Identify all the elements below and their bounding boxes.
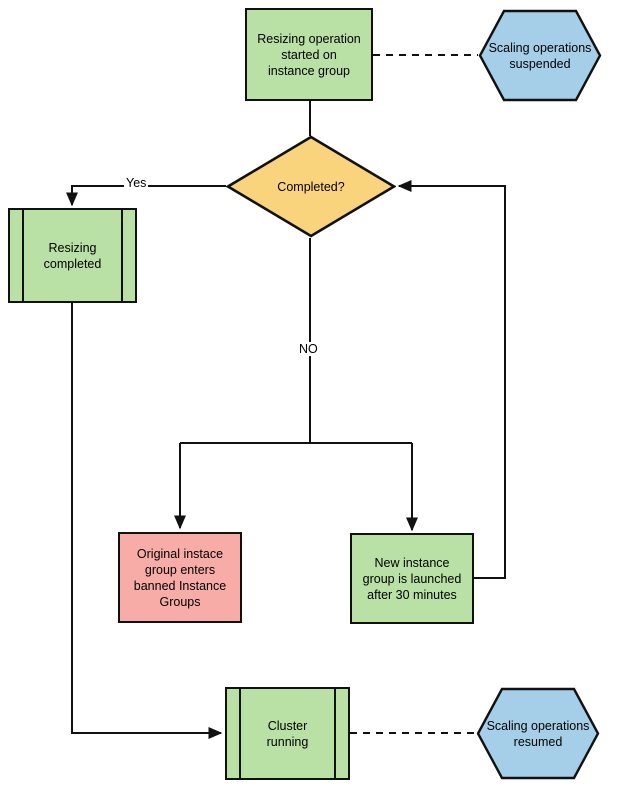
hexagon-shape-resumed xyxy=(476,687,600,780)
hexagon-shape-suspended xyxy=(478,9,602,102)
node-resizing-completed[interactable]: Resizing completed xyxy=(8,208,137,303)
node-cluster-running-label: Cluster running xyxy=(266,718,309,749)
node-scaling-suspended[interactable]: Scaling operations suspended xyxy=(478,9,602,102)
predefined-rail-right xyxy=(121,210,123,301)
predefined-rail-left xyxy=(239,689,241,778)
predefined-rail-right xyxy=(334,689,336,778)
node-resizing-started[interactable]: Resizing operation started on instance g… xyxy=(245,8,373,101)
node-completed-decision[interactable]: Completed? xyxy=(226,135,396,238)
node-scaling-resumed-label: Scaling operations resumed xyxy=(486,718,590,749)
diamond-shape-completed xyxy=(226,135,396,238)
node-resizing-completed-label: Resizing completed xyxy=(43,240,102,271)
node-completed-decision-label: Completed? xyxy=(277,179,345,194)
edge-decision-yes xyxy=(65,185,226,207)
edge-label-no: NO xyxy=(297,342,320,356)
node-new-group-launched-label: New instance group is launched after 30 … xyxy=(362,555,462,602)
node-original-group-banned[interactable]: Original instace group enters banned Ins… xyxy=(118,532,242,623)
node-resizing-started-label: Resizing operation started on instance g… xyxy=(257,31,361,78)
edge-label-yes: Yes xyxy=(124,176,149,190)
node-cluster-running[interactable]: Cluster running xyxy=(225,687,350,780)
node-scaling-resumed[interactable]: Scaling operations resumed xyxy=(476,687,600,780)
predefined-rail-left xyxy=(22,210,24,301)
node-scaling-suspended-label: Scaling operations suspended xyxy=(488,40,592,71)
node-new-group-launched[interactable]: New instance group is launched after 30 … xyxy=(350,533,474,624)
edge-completed-to-cluster xyxy=(71,303,223,740)
node-original-group-banned-label: Original instace group enters banned Ins… xyxy=(133,546,227,609)
edge-new-group-retry xyxy=(397,179,506,579)
